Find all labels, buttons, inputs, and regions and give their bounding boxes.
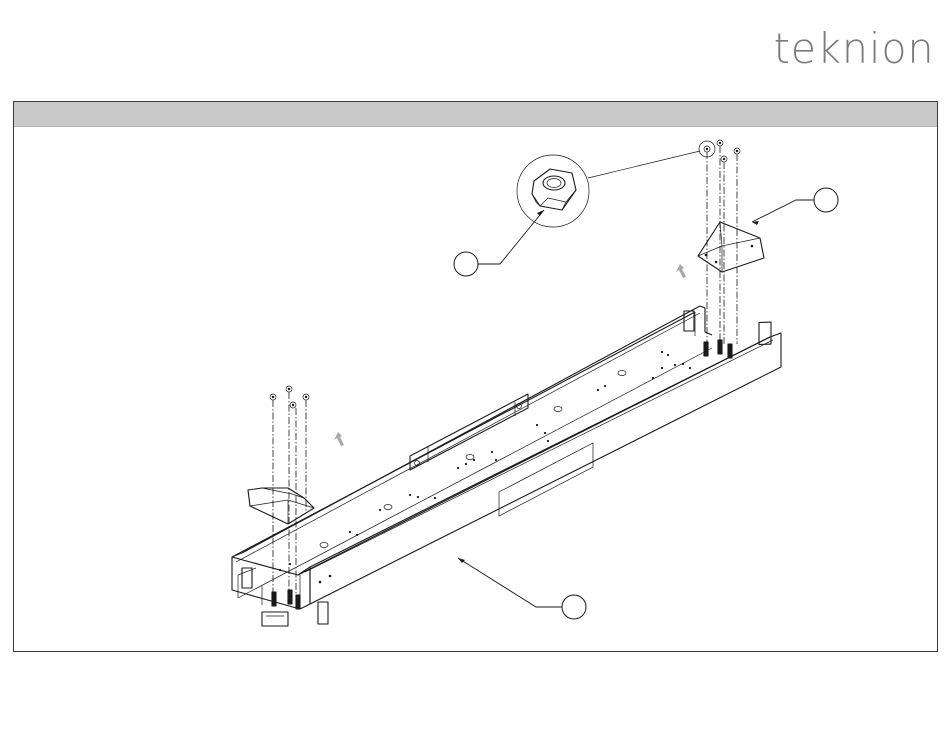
callout-channel xyxy=(458,558,586,619)
callout-bracket xyxy=(752,188,838,225)
channel-tray xyxy=(232,306,781,626)
hex-nut-detail xyxy=(517,151,700,227)
up-arrow-right-icon xyxy=(676,264,686,278)
floor-holes xyxy=(279,351,691,583)
callout-hex-nut xyxy=(454,210,544,276)
right-bracket xyxy=(698,222,764,272)
up-arrow-left-icon xyxy=(334,432,344,446)
